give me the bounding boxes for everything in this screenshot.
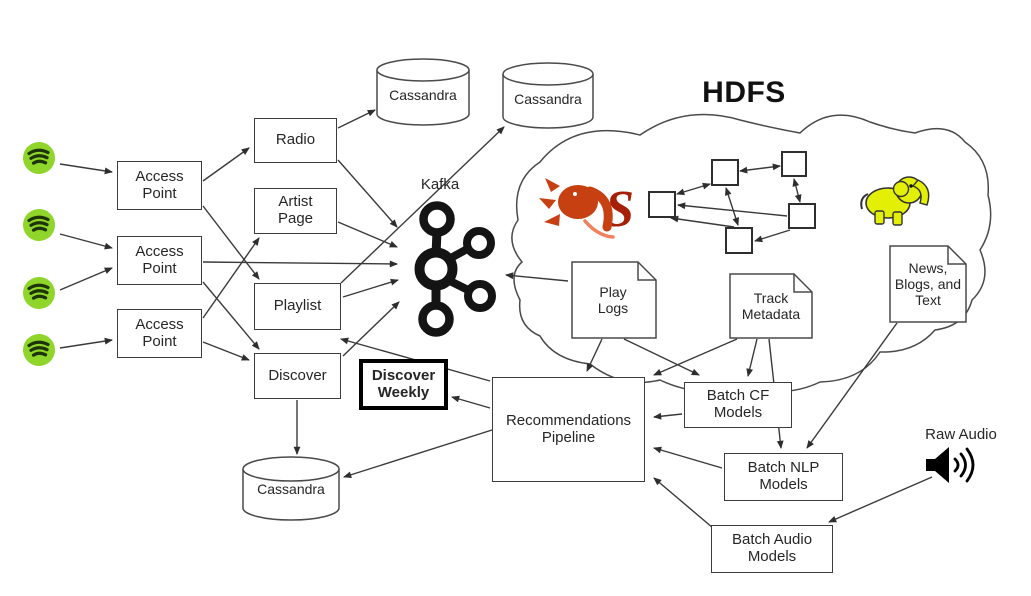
node-access-point-2: Access Point: [117, 236, 202, 285]
dag-node: [725, 227, 753, 254]
spotify-icon: [23, 142, 55, 174]
arrow-batchcf-recpipe: [653, 412, 683, 420]
cassandra-cylinder-top: [242, 456, 340, 482]
raw-audio-label: Raw Audio: [925, 426, 997, 444]
hdfs-title: HDFS: [702, 75, 786, 109]
arrow-ap1-playlist: [202, 205, 260, 280]
cassandra-cylinder-top: [502, 62, 594, 86]
dag-node: [781, 151, 807, 177]
doc-fold: [637, 262, 656, 281]
arrow-playlogs-batchcf: [623, 338, 700, 376]
play-logs-document: [571, 261, 657, 339]
arrow-ap1-radio: [202, 147, 250, 182]
arrow-client2-ap2: [59, 233, 113, 250]
arrow-ap2-discover: [202, 281, 260, 350]
doc-fold: [793, 274, 812, 293]
dag-node: [788, 203, 816, 229]
arrow-rawaudio-batchaudio: [828, 476, 933, 523]
arrow-playlogs-recpipe: [586, 338, 603, 372]
node-batch-audio-models: Batch Audio Models: [711, 525, 833, 573]
node-batch-cf-models: Batch CF Models: [684, 382, 792, 428]
arrow-artist-kafka: [337, 221, 398, 248]
arrow-recpipe-cassandra: [343, 429, 493, 479]
play-logs-label: Play Logs: [597, 283, 629, 316]
arrow-batchaudio-recpipe: [653, 477, 714, 529]
arrow-playlogs-kafka: [505, 272, 569, 282]
news-blogs-label: News, Blogs, and Text: [894, 259, 962, 309]
node-radio: Radio: [254, 118, 337, 163]
spotify-icon: [23, 209, 55, 241]
cassandra-kafka-label: Cassandra: [514, 90, 582, 107]
spotify-icon: [23, 277, 55, 309]
arrow-client1-ap1: [59, 163, 113, 175]
arrow-discover-kafka: [342, 301, 400, 357]
dag-node: [711, 159, 739, 186]
arrow-playlist-cassandra: [340, 126, 505, 284]
arrow-recpipe-discoverweekly: [451, 395, 491, 409]
arrow-trackmeta-batchcf: [746, 338, 758, 377]
node-access-point-3: Access Point: [117, 309, 202, 358]
arrow-radio-cassandra: [337, 109, 376, 129]
track-metadata-document: [729, 273, 813, 339]
spotify-clients: [23, 142, 55, 366]
arrow-client3-ap2: [59, 267, 113, 291]
track-metadata-label: Track Metadata: [741, 289, 801, 322]
cassandra-cylinder-top: [376, 58, 470, 82]
dag-node: [648, 191, 676, 218]
arrow-playlist-kafka: [342, 278, 399, 298]
doc-fold: [947, 246, 966, 265]
scalding-elephant-icon: S: [539, 178, 634, 239]
arrow-radio-kafka: [337, 159, 398, 228]
node-artist-page: Artist Page: [254, 188, 337, 234]
cassandra-cylinder: [242, 469, 340, 521]
node-access-point-1: Access Point: [117, 161, 202, 210]
arrow-client4-ap3: [59, 337, 113, 349]
kafka-label: Kafka: [420, 176, 460, 194]
cassandra-discover-label: Cassandra: [257, 480, 325, 497]
cassandra-cylinders: [242, 58, 594, 521]
speaker-icon: [926, 447, 975, 483]
spotify-icon: [23, 334, 55, 366]
workflow-dag-icon: [648, 151, 816, 254]
cassandra-cylinder: [376, 70, 470, 126]
arrow-ap3-discover: [202, 341, 250, 361]
arrow-batchnlp-recpipe: [653, 446, 723, 469]
node-discover-weekly: Discover Weekly: [359, 359, 448, 410]
node-discover: Discover: [254, 353, 341, 399]
arrow-ap3-artist-page: [202, 237, 260, 319]
node-recommendations-pipeline: Recommendations Pipeline: [492, 377, 645, 482]
arrow-news-batchnlp: [806, 322, 898, 449]
node-batch-nlp-models: Batch NLP Models: [724, 453, 843, 501]
cassandra-radio-label: Cassandra: [389, 86, 457, 103]
cassandra-cylinder: [502, 74, 594, 129]
arrow-ap2-kafka: [202, 260, 398, 268]
document-shapes: [571, 245, 967, 339]
news-blogs-document: [889, 245, 967, 323]
node-playlist: Playlist: [254, 283, 341, 330]
arrow-trackmeta-recpipe: [653, 338, 738, 376]
kafka-icon: [414, 201, 496, 337]
hadoop-elephant-icon: [860, 176, 930, 226]
